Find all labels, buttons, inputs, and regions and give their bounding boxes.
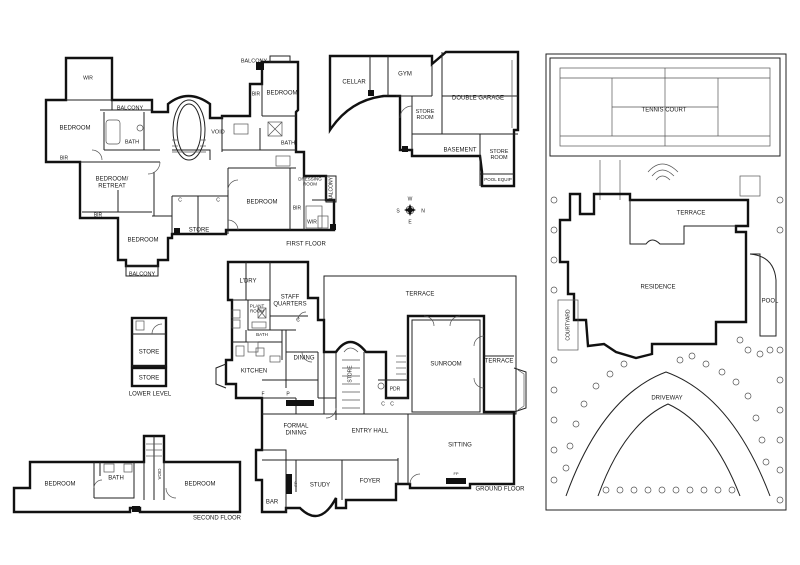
bedroom-label: BEDROOM [59,126,90,132]
bar-label: BAR [266,500,279,506]
first-floor-plan [44,55,337,277]
entry-hall-label: ENTRY HALL [352,429,389,435]
store-label: STORE [189,228,210,234]
compass-s-label: S [396,208,400,214]
second-floor-title: SECOND FLOOR [193,516,242,522]
site-plan [545,53,787,511]
wir-label: WIR [307,219,317,225]
terrace-label: TERRACE [406,292,435,298]
ground-floor-plan [215,260,527,518]
gym-label: GYM [398,72,412,78]
basement-label: BASEMENT [443,148,476,154]
dining-label: DINING [294,356,315,362]
fridge-label: F [261,391,264,397]
bedroom-label: BEDROOM [184,482,215,488]
tennis-court-label: TENNIS COURT [642,108,687,114]
lower-level-plan [130,316,168,388]
sunroom-label: SUNROOM [430,362,461,368]
bedroom-label: BEDROOM [127,238,158,244]
bath-label: BATH [281,140,295,146]
bir-label: BIR [94,212,103,218]
bedroom-label: BEDROOM [266,91,297,97]
sitting-label: SITTING [448,443,472,449]
store-label: STORE [139,350,160,356]
cellar-label: CELLAR [342,80,366,86]
fireplace-label: FP [453,471,458,476]
residence-label: RESIDENCE [640,285,675,291]
compass-w-label: W [408,196,413,202]
store-label: STORE [347,365,353,383]
closet-label: C [178,197,182,203]
bir-label: BIR [293,205,302,211]
balcony-label: BALCONY [241,58,268,64]
balcony-label: BALCONY [328,176,334,201]
bath-label: BATH [256,332,268,337]
store-label: STORE [139,376,160,382]
bath-label: BATH [125,139,139,145]
pool-label: POOL [762,299,779,305]
courtyard-label: COURTYARD [565,309,571,341]
wir-label: WIR [83,75,93,81]
bedroom-label: BEDROOM [246,200,277,206]
foyer-label: FOYER [360,479,381,485]
basement-plan [328,50,520,188]
void-label: VOID [157,468,162,480]
closet-label: C [296,317,300,323]
bedroom-label: BEDROOM [44,482,75,488]
closet-label: C [390,401,394,407]
closet-label: C [216,197,220,203]
bedroom-retreat-label: BEDROOM/RETREAT [96,176,129,189]
fireplace-label: FP [293,481,298,486]
compass-n-label: N [421,208,425,214]
study-label: STUDY [310,483,330,489]
closet-label: C [381,401,385,407]
pdr-label: PDR [390,386,401,392]
laundry-label: L'DRY [239,279,256,285]
first-floor-title: FIRST FLOOR [286,242,326,248]
bir-label: BIR [60,155,69,161]
second-floor-plan [12,434,242,514]
terrace-label: TERRACE [677,211,706,217]
lower-level-title: LOWER LEVEL [129,392,172,398]
compass-e-label: E [408,219,412,225]
kitchen-label: KITCHEN [241,369,267,375]
bir-label: BIR [252,91,261,97]
terrace-label: TERRACE [485,359,514,365]
balcony-label: BALCONY [117,105,144,111]
bath-label: BATH [108,476,124,482]
ground-floor-title: GROUND FLOOR [475,487,525,493]
double-garage-label: DOUBLE GARAGE [452,96,504,102]
pool-equip-label: POOL EQUIP [484,177,512,182]
balcony-label: BALCONY [129,271,156,277]
driveway-label: DRIVEWAY [651,396,682,402]
void-label: VOID [211,129,224,135]
pantry-label: P [286,391,290,397]
compass-rose: W E S N [396,196,425,225]
